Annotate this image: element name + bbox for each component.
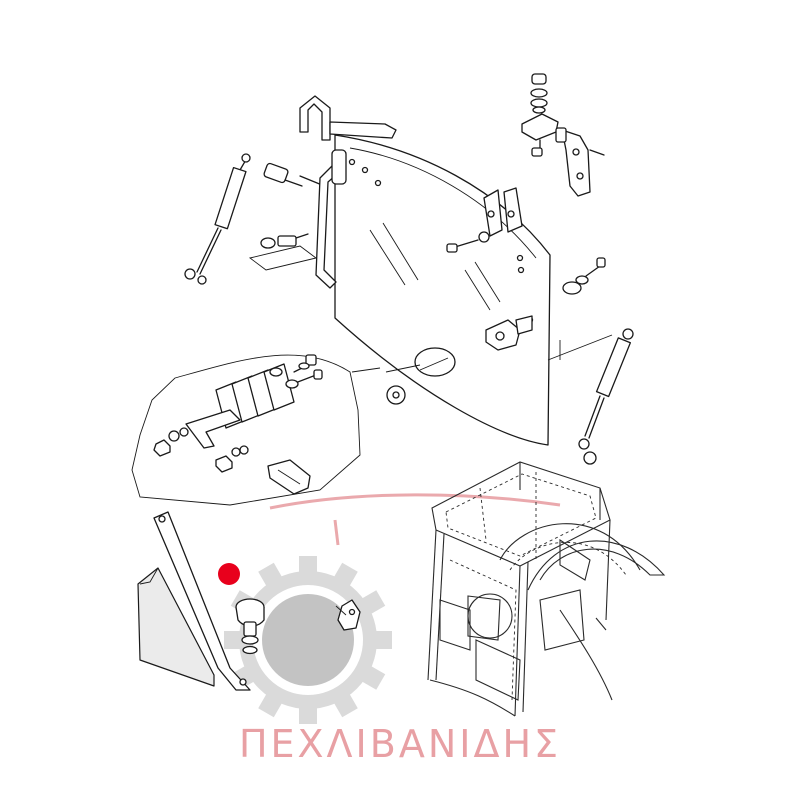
strut-pin-upper <box>263 162 323 187</box>
red-marker-dot <box>218 563 240 585</box>
lower-washer <box>385 334 613 405</box>
gear-tooth <box>372 631 392 649</box>
small-bracket <box>335 599 361 631</box>
watermark-brand-text: ΠΕΧΛΙΒΑΝΙΔΗΣ <box>238 722 562 766</box>
gear-hub <box>262 594 354 686</box>
strut-pin-lower <box>248 233 318 271</box>
rear-window-glass <box>334 134 551 446</box>
cab-frame <box>427 461 666 717</box>
gear-tooth <box>224 631 244 649</box>
seal-profile <box>299 95 397 141</box>
watermark-swoosh-2 <box>333 519 340 546</box>
hinge-mid <box>446 187 523 253</box>
latch-mechanism <box>153 354 323 495</box>
window-handle <box>315 149 347 289</box>
gear-tooth <box>299 704 317 724</box>
gas-strut-right <box>578 328 634 465</box>
bolt-right <box>562 257 606 295</box>
watermark-swoosh <box>269 493 561 510</box>
fender-support <box>137 511 251 691</box>
watermark-gear <box>224 493 561 724</box>
gas-strut-left <box>184 153 251 285</box>
subassembly-outline <box>131 354 361 506</box>
knob-assembly <box>235 598 265 655</box>
leader-lines <box>351 340 561 373</box>
lower-latch <box>485 315 533 351</box>
hinge-top <box>521 73 605 197</box>
gear-tooth <box>299 556 317 576</box>
